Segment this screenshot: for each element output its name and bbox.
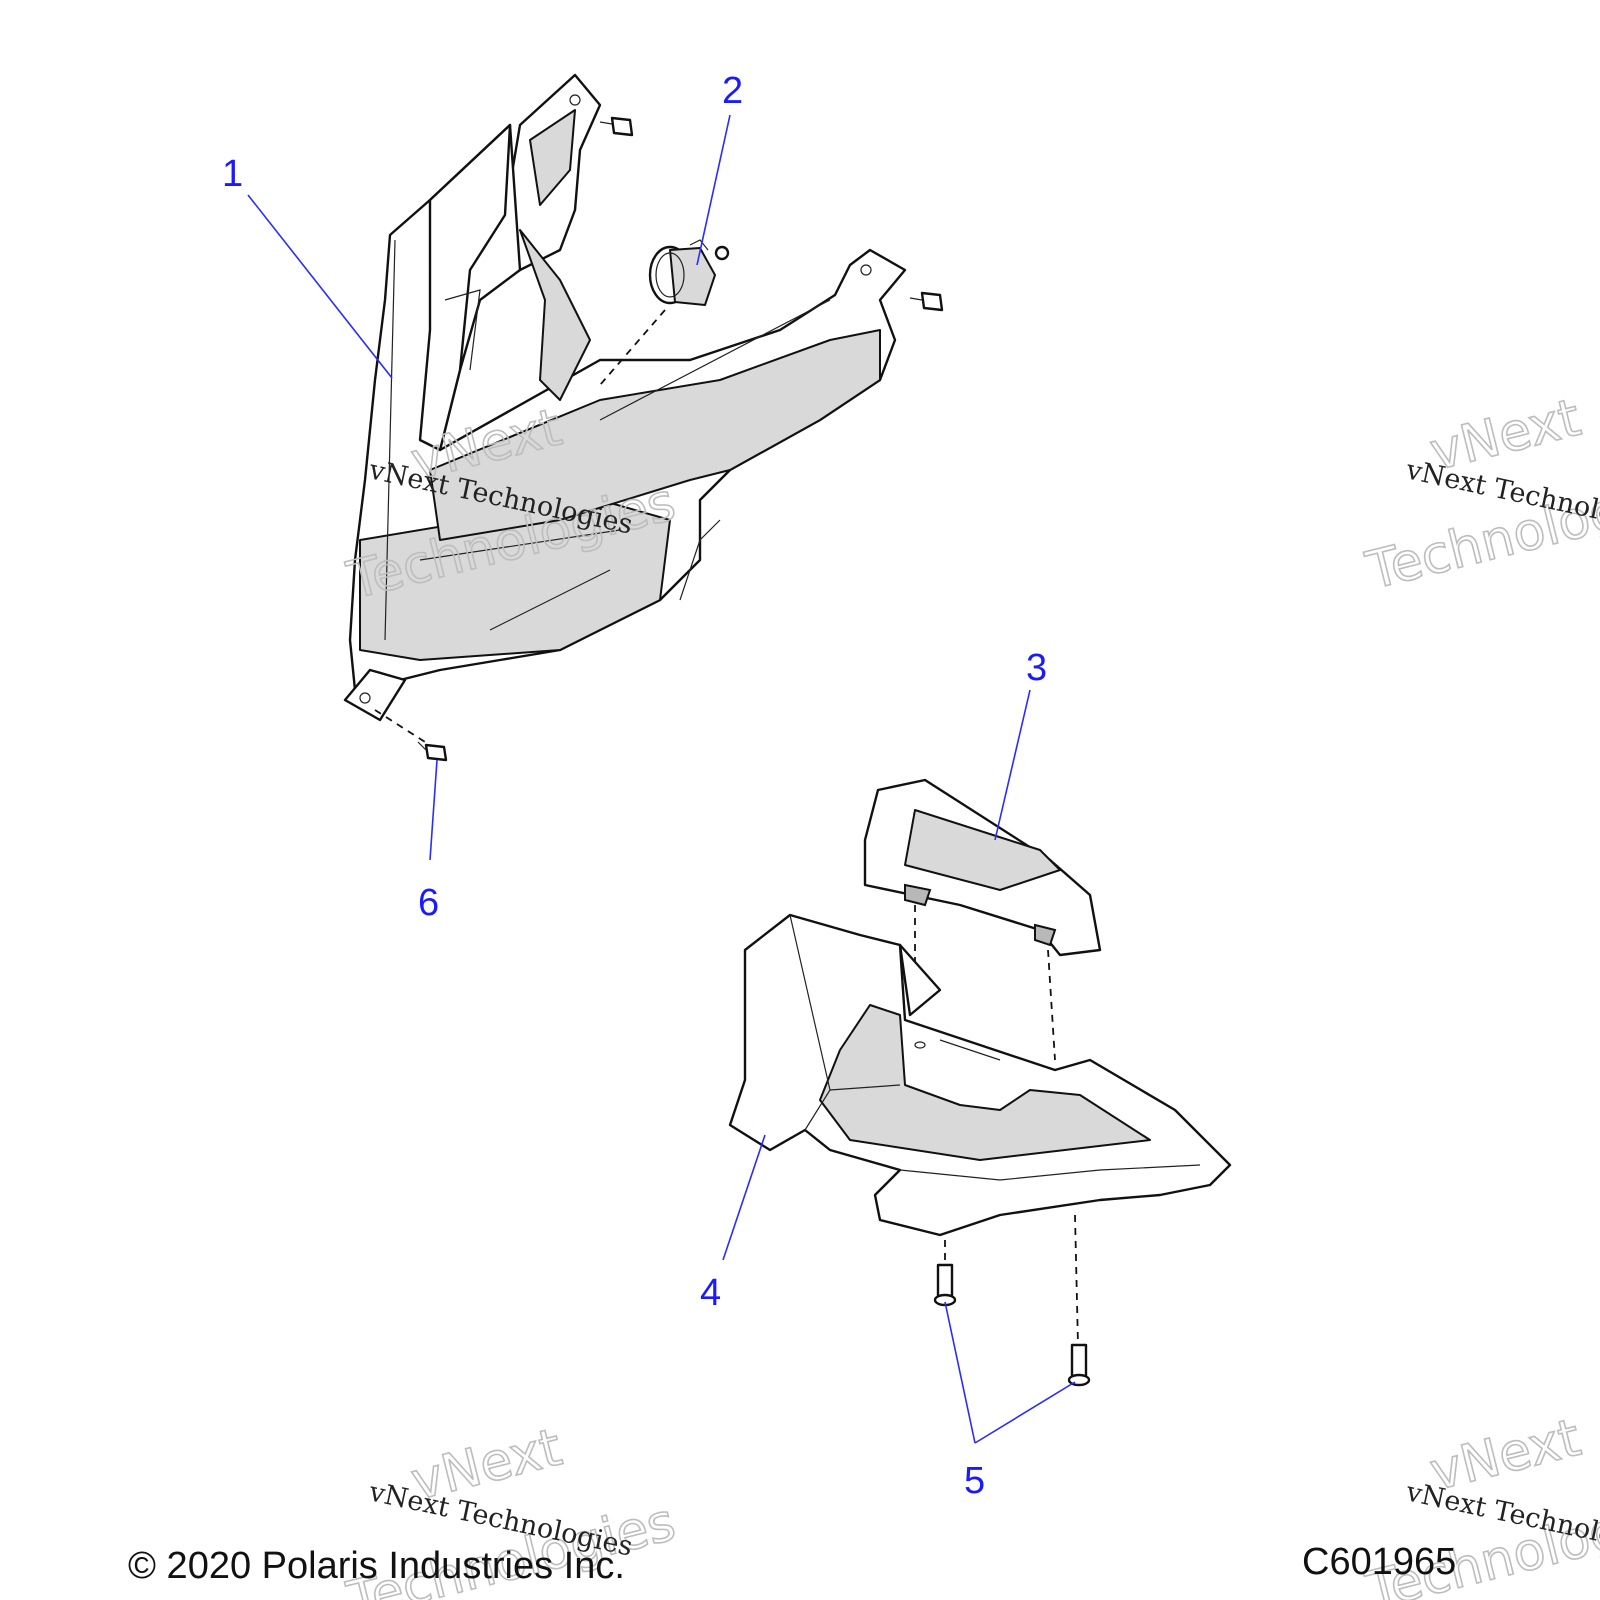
callout-1: 1 (222, 153, 243, 195)
leader-3 (994, 689, 1031, 841)
leader-6 (429, 759, 438, 861)
leader-1 (247, 194, 393, 379)
screw-bottom (417, 741, 448, 762)
part-4-bracket (728, 913, 1232, 1237)
copyright-text: © 2020 Polaris Industries Inc. (128, 1545, 625, 1587)
callout-6: 6 (418, 882, 439, 924)
figure-code: C601965 (1302, 1541, 1456, 1583)
callout-5: 5 (964, 1460, 985, 1502)
leader-4 (722, 1134, 766, 1261)
leader-2 (696, 114, 731, 266)
callout-4: 4 (700, 1272, 721, 1314)
assembly-line-bottom (374, 709, 426, 743)
assembly-line-socket (599, 309, 666, 386)
assembly-line-bracket-right (1074, 1214, 1079, 1346)
leader-5a (944, 1301, 976, 1444)
screw-top (599, 116, 634, 137)
leader-5b (974, 1381, 1076, 1444)
assembly-line-cover-right (1047, 949, 1056, 1061)
part-2-bulb-socket (648, 239, 730, 306)
screw-right (909, 291, 944, 312)
callout-3: 3 (1026, 647, 1047, 689)
part-1-front-cowl (343, 73, 907, 722)
part-3-cover (863, 778, 1102, 957)
callout-2: 2 (722, 70, 743, 112)
screw-bracket-left (933, 1263, 957, 1307)
screw-bracket-right (1067, 1343, 1091, 1387)
